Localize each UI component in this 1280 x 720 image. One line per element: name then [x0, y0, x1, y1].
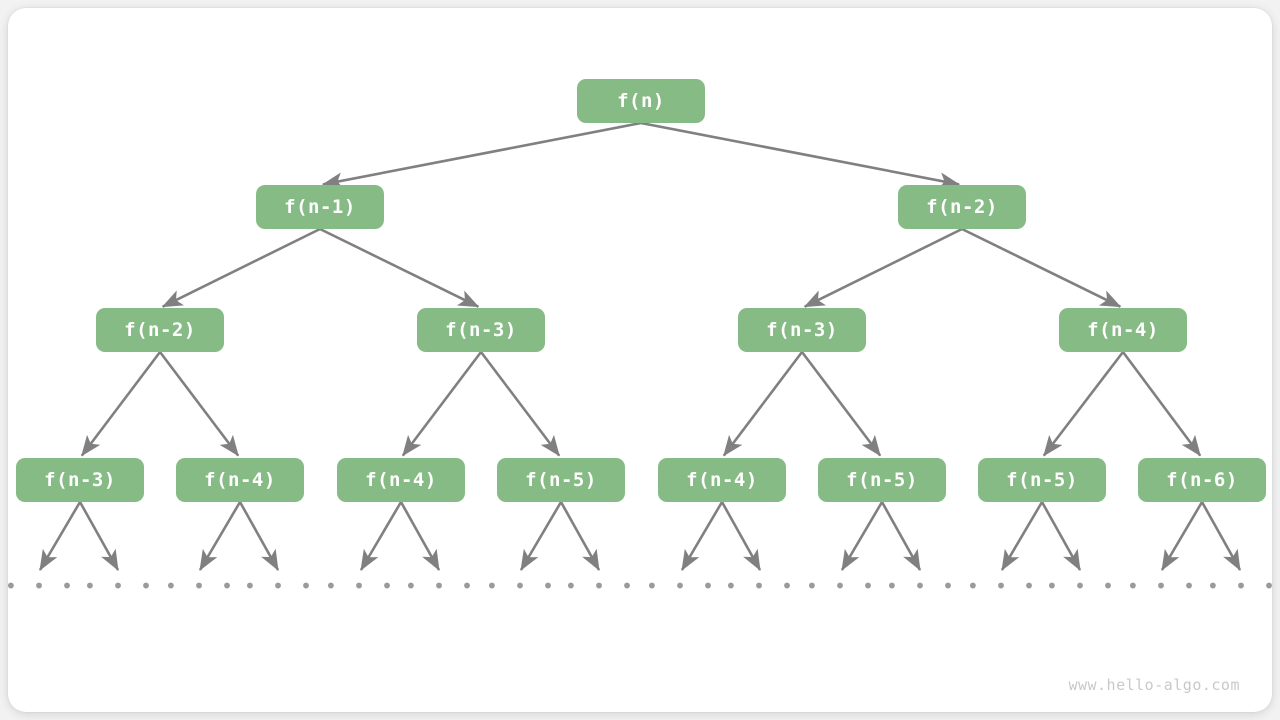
tree-node[interactable]: f(n-4) [1059, 308, 1187, 352]
ellipsis-marker: • • • [885, 574, 957, 598]
ellipsis-marker: • • • [404, 574, 476, 598]
tree-node-label: f(n-5) [1006, 469, 1078, 491]
tree-node-label: f(n-1) [284, 196, 356, 218]
tree-node-label: f(n-3) [445, 319, 517, 341]
tree-node[interactable]: f(n-6) [1138, 458, 1266, 502]
tree-node-label: f(n-3) [766, 319, 838, 341]
ellipsis-marker: • • • [164, 574, 236, 598]
watermark: www.hello-algo.com [1068, 676, 1240, 694]
tree-node[interactable]: f(n-3) [417, 308, 545, 352]
ellipsis-marker: • • • [4, 574, 76, 598]
tree-node[interactable]: f(n-4) [176, 458, 304, 502]
tree-node-label: f(n-5) [525, 469, 597, 491]
tree-node[interactable]: f(n-2) [96, 308, 224, 352]
tree-node[interactable]: f(n) [577, 79, 705, 123]
ellipsis-marker: • • • [564, 574, 636, 598]
tree-node[interactable]: f(n-4) [658, 458, 786, 502]
tree-node-label: f(n-4) [365, 469, 437, 491]
tree-node-label: f(n-4) [686, 469, 758, 491]
tree-node[interactable]: f(n-3) [16, 458, 144, 502]
tree-node-label: f(n-6) [1166, 469, 1238, 491]
ellipsis-marker: • • • [485, 574, 557, 598]
tree-node[interactable]: f(n-5) [978, 458, 1106, 502]
tree-node-label: f(n-5) [846, 469, 918, 491]
tree-node-label: f(n) [617, 90, 665, 112]
ellipsis-marker: • • • [1206, 574, 1278, 598]
ellipsis-marker: • • • [645, 574, 717, 598]
tree-node[interactable]: f(n-3) [738, 308, 866, 352]
ellipsis-marker: • • • [805, 574, 877, 598]
ellipsis-marker: • • • [724, 574, 796, 598]
ellipsis-marker: • • • [1045, 574, 1117, 598]
tree-node[interactable]: f(n-4) [337, 458, 465, 502]
tree-node-label: f(n-4) [204, 469, 276, 491]
tree-node[interactable]: f(n-2) [898, 185, 1026, 229]
ellipsis-marker: • • • [966, 574, 1038, 598]
tree-node[interactable]: f(n-5) [497, 458, 625, 502]
ellipsis-marker: • • • [83, 574, 155, 598]
ellipsis-marker: • • • [1126, 574, 1198, 598]
tree-node-label: f(n-2) [124, 319, 196, 341]
tree-node-label: f(n-4) [1087, 319, 1159, 341]
tree-node[interactable]: f(n-5) [818, 458, 946, 502]
tree-node-label: f(n-3) [44, 469, 116, 491]
ellipsis-marker: • • • [243, 574, 315, 598]
tree-node-label: f(n-2) [926, 196, 998, 218]
ellipsis-marker: • • • [324, 574, 396, 598]
tree-node[interactable]: f(n-1) [256, 185, 384, 229]
